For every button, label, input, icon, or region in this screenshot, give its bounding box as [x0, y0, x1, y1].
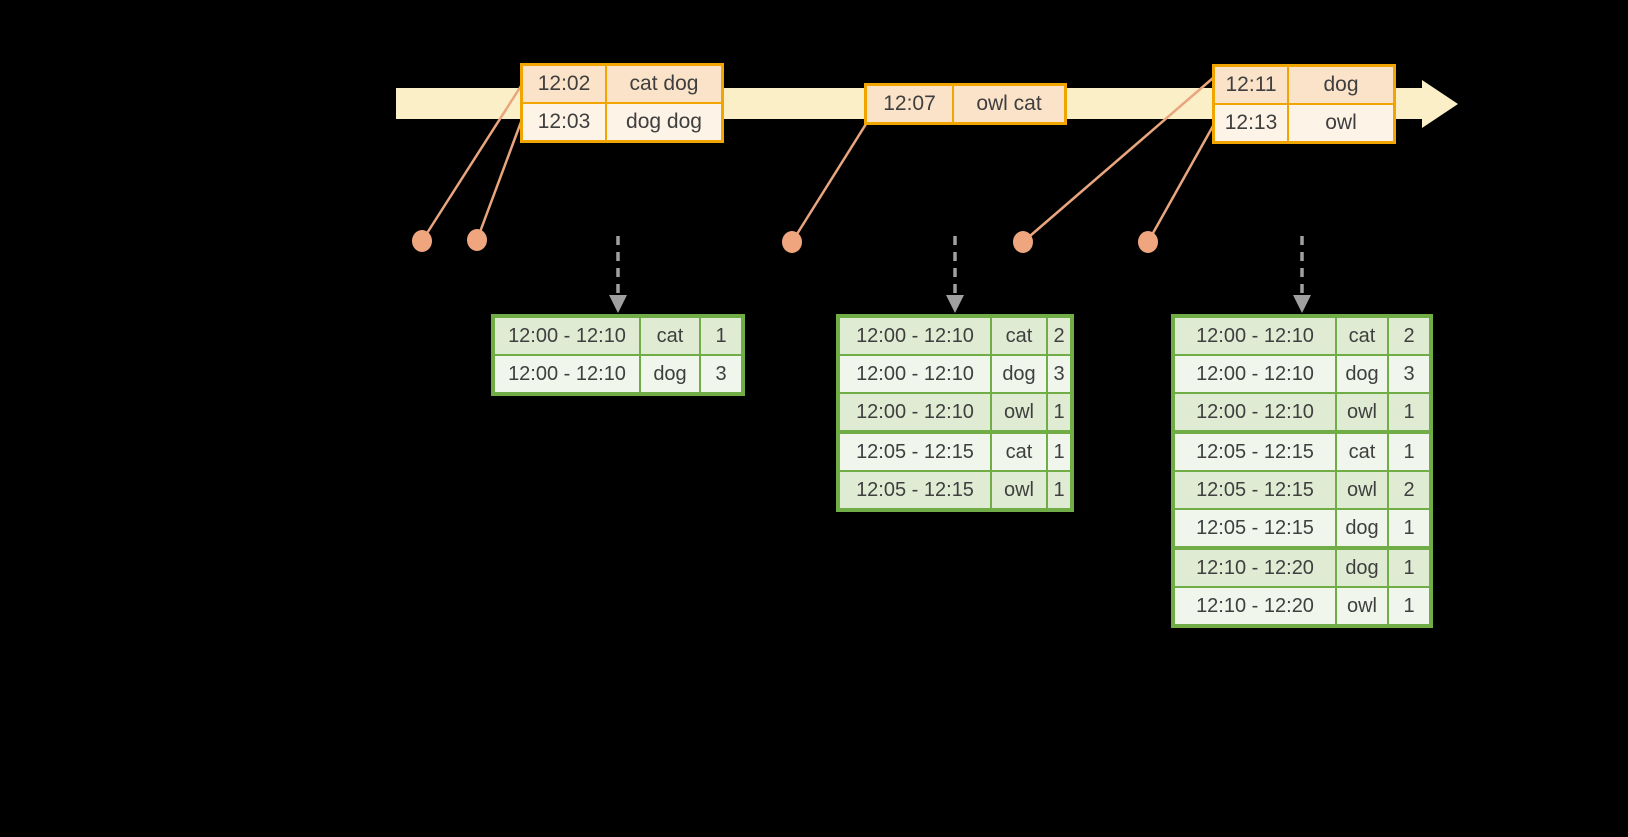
result-count: 1 [701, 318, 741, 354]
trigger-arrow-head [1293, 295, 1311, 313]
result-word: dog [1337, 510, 1387, 546]
result-word: owl [992, 394, 1046, 430]
result-count: 1 [1048, 394, 1070, 430]
result-row: 12:00 - 12:10 owl 1 [1175, 394, 1429, 430]
event-words: owl [1289, 105, 1393, 141]
result-window: 12:00 - 12:10 [1175, 356, 1335, 392]
result-word: owl [1337, 472, 1387, 508]
result-window: 12:05 - 12:15 [840, 472, 990, 508]
event-dot [1138, 231, 1158, 253]
event-table-1: 12:02 cat dog 12:03 dog dog [520, 63, 724, 143]
result-window: 12:05 - 12:15 [1175, 510, 1335, 546]
result-window: 12:00 - 12:10 [840, 318, 990, 354]
event-time: 12:11 [1215, 67, 1287, 103]
result-window: 12:05 - 12:15 [1175, 472, 1335, 508]
result-table-1: 12:00 - 12:10 cat 1 12:00 - 12:10 dog 3 [491, 314, 745, 396]
result-word: cat [992, 434, 1046, 470]
event-time: 12:03 [523, 104, 605, 140]
result-count: 3 [1048, 356, 1070, 392]
result-count: 1 [1389, 510, 1429, 546]
result-table-2: 12:00 - 12:10 cat 2 12:00 - 12:10 dog 3 … [836, 314, 1074, 512]
result-count: 2 [1048, 318, 1070, 354]
result-row: 12:05 - 12:15 owl 2 [1175, 472, 1429, 508]
result-window: 12:00 - 12:10 [840, 356, 990, 392]
event-dot [412, 230, 432, 252]
result-window: 12:00 - 12:10 [495, 356, 639, 392]
result-window: 12:10 - 12:20 [1175, 550, 1335, 586]
result-window: 12:00 - 12:10 [840, 394, 990, 430]
result-word: dog [1337, 550, 1387, 586]
event-words: dog [1289, 67, 1393, 103]
result-word: owl [1337, 394, 1387, 430]
result-window: 12:05 - 12:15 [1175, 434, 1335, 470]
connector-line [1022, 77, 1214, 243]
result-row: 12:00 - 12:10 dog 3 [840, 356, 1070, 392]
result-table-3: 12:00 - 12:10 cat 2 12:00 - 12:10 dog 3 … [1171, 314, 1433, 628]
result-word: owl [1337, 588, 1387, 624]
result-word: cat [641, 318, 699, 354]
result-word: dog [1337, 356, 1387, 392]
result-word: cat [1337, 318, 1387, 354]
result-word: dog [641, 356, 699, 392]
result-row: 12:00 - 12:10 cat 2 [1175, 318, 1429, 354]
result-row: 12:00 - 12:10 owl 1 [840, 394, 1070, 430]
event-words: cat dog [607, 66, 721, 102]
result-count: 1 [1389, 550, 1429, 586]
event-words: owl cat [954, 86, 1064, 122]
result-row: 12:05 - 12:15 cat 1 [1175, 434, 1429, 470]
event-row: 12:11 dog [1215, 67, 1393, 103]
event-time: 12:13 [1215, 105, 1287, 141]
event-dot [1013, 231, 1033, 253]
event-time: 12:07 [867, 86, 952, 122]
result-window: 12:00 - 12:10 [1175, 394, 1335, 430]
result-row: 12:00 - 12:10 cat 2 [840, 318, 1070, 354]
connector-line [1146, 125, 1215, 243]
event-table-2: 12:07 owl cat [864, 83, 1067, 125]
event-time: 12:02 [523, 66, 605, 102]
result-count: 2 [1389, 472, 1429, 508]
event-row: 12:07 owl cat [867, 86, 1064, 122]
result-window: 12:05 - 12:15 [840, 434, 990, 470]
result-word: cat [1337, 434, 1387, 470]
result-row: 12:00 - 12:10 dog 3 [1175, 356, 1429, 392]
result-count: 1 [1048, 434, 1070, 470]
result-row: 12:00 - 12:10 dog 3 [495, 356, 741, 392]
result-word: dog [992, 356, 1046, 392]
result-window: 12:10 - 12:20 [1175, 588, 1335, 624]
event-table-3: 12:11 dog 12:13 owl [1212, 64, 1396, 144]
result-window: 12:00 - 12:10 [495, 318, 639, 354]
trigger-arrow-head [946, 295, 964, 313]
result-row: 12:00 - 12:10 cat 1 [495, 318, 741, 354]
result-row: 12:05 - 12:15 cat 1 [840, 434, 1070, 470]
event-words: dog dog [607, 104, 721, 140]
result-row: 12:05 - 12:15 dog 1 [1175, 510, 1429, 546]
result-count: 3 [701, 356, 741, 392]
result-word: owl [992, 472, 1046, 508]
result-word: cat [992, 318, 1046, 354]
event-dot [467, 229, 487, 251]
connector-line [420, 85, 523, 242]
event-row: 12:03 dog dog [523, 104, 721, 140]
event-dot [782, 231, 802, 253]
result-count: 1 [1389, 434, 1429, 470]
trigger-arrow-head [609, 295, 627, 313]
result-count: 2 [1389, 318, 1429, 354]
result-count: 1 [1389, 588, 1429, 624]
result-row: 12:05 - 12:15 owl 1 [840, 472, 1070, 508]
result-count: 1 [1048, 472, 1070, 508]
result-row: 12:10 - 12:20 dog 1 [1175, 550, 1429, 586]
result-count: 3 [1389, 356, 1429, 392]
event-row: 12:02 cat dog [523, 66, 721, 102]
result-count: 1 [1389, 394, 1429, 430]
result-row: 12:10 - 12:20 owl 1 [1175, 588, 1429, 624]
event-row: 12:13 owl [1215, 105, 1393, 141]
connector-line [790, 123, 868, 243]
connector-line [475, 121, 523, 241]
result-window: 12:00 - 12:10 [1175, 318, 1335, 354]
